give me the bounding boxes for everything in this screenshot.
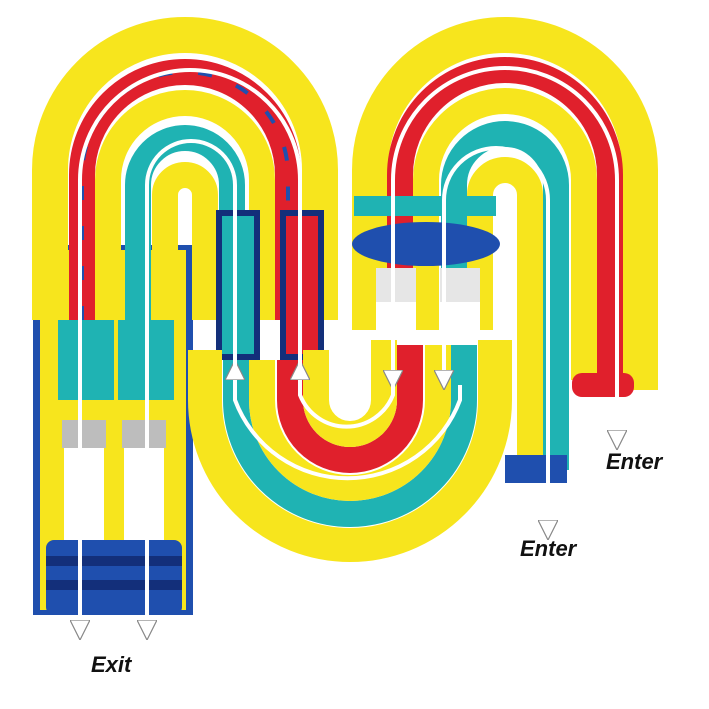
exit-label: Exit	[91, 652, 131, 678]
bottom-u-curve	[205, 340, 495, 545]
enter-label-middle: Enter	[520, 536, 576, 562]
enter-label-right: Enter	[606, 449, 662, 475]
